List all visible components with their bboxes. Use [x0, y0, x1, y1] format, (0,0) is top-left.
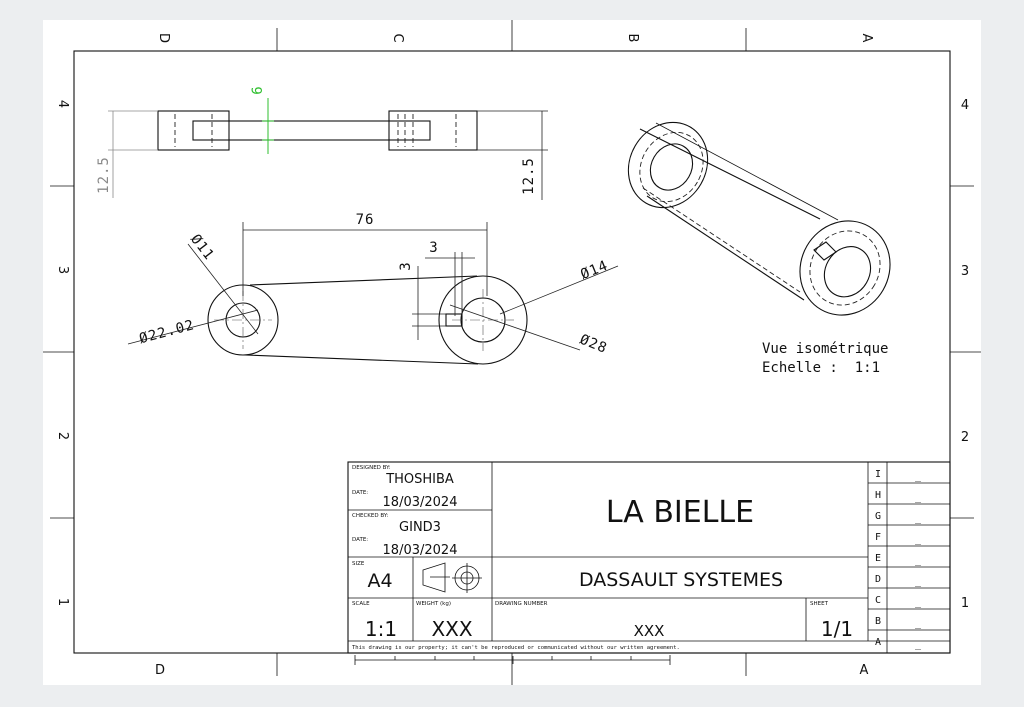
dim-height-left: 12.5: [96, 156, 112, 194]
revision-value: _: [915, 555, 922, 566]
scale-value: 1:1: [365, 617, 397, 641]
revision-value: _: [915, 492, 922, 503]
revision-value: _: [915, 534, 922, 545]
zone-ticks: [43, 20, 981, 685]
revision-value: _: [915, 471, 922, 482]
dim-center-distance: 76: [356, 212, 375, 228]
checked-by-value: GIND3: [399, 520, 441, 535]
revision-value: _: [915, 513, 922, 524]
date2-value: 18/03/2024: [383, 543, 458, 558]
zone-top-b: B: [625, 34, 640, 43]
zone-right-1: 1: [961, 596, 969, 611]
revision-letter: H: [875, 490, 881, 501]
sheet-value: 1/1: [821, 617, 853, 641]
zone-top-d: D: [156, 33, 171, 43]
zone-top-c: C: [390, 33, 405, 42]
revision-value: _: [915, 618, 922, 629]
zone-right-2: 2: [961, 430, 969, 445]
date1-label: DATE:: [352, 490, 368, 496]
drawing-number-label: DRAWING NUMBER: [495, 601, 548, 607]
zone-left-1: 1: [55, 598, 70, 606]
revision-letter: F: [875, 532, 881, 543]
dim-small-hole: Ø11: [187, 231, 217, 263]
designed-by-value: THOSHIBA: [385, 472, 454, 487]
zone-bottom-d: D: [155, 663, 165, 678]
front-view: [127, 222, 619, 365]
drawing-title: LA BIELLE: [606, 495, 754, 530]
checked-by-label: CHECKED BY:: [352, 513, 388, 519]
revision-table: I H G F E D C B A _ _ _ _ _ _ _ _ _: [875, 469, 922, 650]
designed-by-label: DESIGNED BY:: [352, 465, 391, 471]
zone-left-2: 2: [55, 432, 70, 440]
drawing-number-value: XXX: [634, 622, 665, 640]
date1-value: 18/03/2024: [383, 495, 458, 510]
iso-view-label: Vue isométrique: [762, 341, 888, 357]
revision-value: _: [915, 576, 922, 587]
dim-big-boss: Ø28: [577, 332, 609, 357]
disclaimer: This drawing is our property; it can't b…: [352, 645, 680, 651]
revision-value: _: [915, 639, 922, 650]
top-view: [108, 98, 548, 200]
zone-right-3: 3: [961, 264, 969, 279]
date2-label: DATE:: [352, 537, 368, 543]
revision-value: _: [915, 597, 922, 608]
size-value: A4: [367, 570, 392, 592]
zone-left-3: 3: [55, 266, 70, 274]
title-block: [347, 461, 951, 665]
sheet-label: SHEET: [810, 601, 829, 607]
dim-key-depth: 3: [398, 261, 414, 270]
revision-letter: E: [875, 553, 881, 564]
isometric-view: [627, 121, 891, 316]
dim-rib-thickness: 6: [250, 85, 266, 94]
weight-label: WEIGHT (kg): [416, 601, 451, 607]
revision-letter: A: [875, 637, 881, 648]
revision-letter: D: [875, 574, 881, 585]
zone-right-4: 4: [961, 98, 969, 113]
zone-bottom-a: A: [860, 663, 869, 678]
revision-letter: I: [875, 469, 881, 480]
company-name: DASSAULT SYSTEMES: [579, 569, 783, 591]
dim-height-right: 12.5: [521, 157, 537, 195]
scale-label: SCALE: [352, 601, 370, 607]
dim-key-width: 3: [429, 240, 438, 256]
revision-letter: C: [875, 595, 881, 606]
iso-view-scale: Echelle : 1:1: [762, 360, 880, 376]
dim-big-hole: Ø14: [578, 258, 610, 283]
zone-top-a: A: [859, 34, 874, 43]
weight-value: XXX: [431, 617, 472, 641]
dim-small-boss: Ø22.02: [138, 317, 197, 347]
zone-left-4: 4: [55, 100, 70, 108]
size-label: SIZE: [352, 561, 365, 567]
revision-letter: G: [875, 511, 881, 522]
revision-letter: B: [875, 616, 881, 627]
